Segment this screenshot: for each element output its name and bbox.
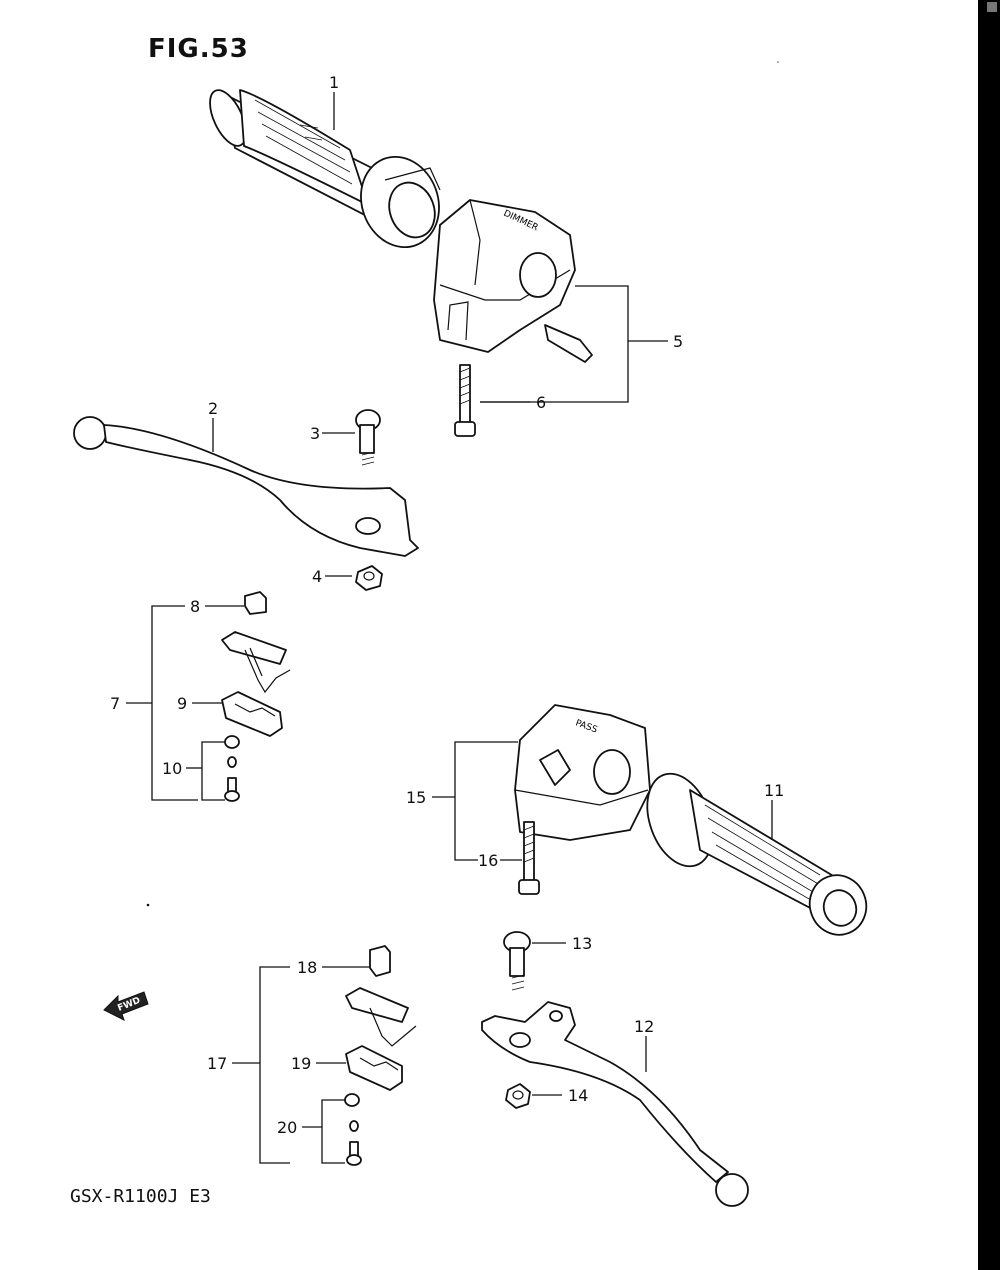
callout-8: 8 xyxy=(190,597,200,616)
part-13-pivot-bolt xyxy=(503,931,531,991)
callout-12: 12 xyxy=(634,1017,654,1036)
callout-3: 3 xyxy=(310,424,320,443)
callout-4: 4 xyxy=(312,567,322,586)
part-1-throttle-grip xyxy=(209,89,441,249)
part-9-switch-housing xyxy=(221,691,283,737)
part-17-switch-assembly xyxy=(345,987,417,1047)
callout-11: 11 xyxy=(764,781,784,800)
callout-15: 15 xyxy=(406,788,426,807)
callout-numbers: 1 2 3 4 5 6 7 8 9 10 11 12 13 14 15 16 1… xyxy=(110,73,784,1137)
callout-14: 14 xyxy=(568,1086,588,1105)
callout-10: 10 xyxy=(162,759,182,778)
part-12-brake-lever xyxy=(481,1001,749,1207)
part-2-clutch-lever xyxy=(73,416,419,557)
callout-13: 13 xyxy=(572,934,592,953)
exploded-view-drawing: DIMMER xyxy=(73,61,868,1207)
callout-20: 20 xyxy=(277,1118,297,1137)
part-11-right-grip xyxy=(646,772,868,936)
callout-16: 16 xyxy=(478,851,498,870)
callout-2: 2 xyxy=(208,399,218,418)
callout-9: 9 xyxy=(177,694,187,713)
callout-17: 17 xyxy=(207,1054,227,1073)
callout-7: 7 xyxy=(110,694,120,713)
part-15-right-handlebar-switch: PASS xyxy=(514,704,651,841)
callout-1: 1 xyxy=(329,73,339,92)
part-6-screw xyxy=(454,364,476,437)
part-5-left-handlebar-switch: DIMMER xyxy=(433,199,593,363)
part-3-pivot-bolt xyxy=(355,409,381,466)
part-10-screw-set xyxy=(224,735,240,802)
part-14-nut xyxy=(505,1083,531,1109)
forward-direction-arrow: FWD xyxy=(103,991,149,1021)
scan-edge-bar xyxy=(978,0,1000,1270)
callout-18: 18 xyxy=(297,958,317,977)
part-16-screw xyxy=(518,821,540,895)
part-19-switch-housing xyxy=(345,1045,403,1091)
leader-lines xyxy=(126,92,773,1164)
part-8-connector xyxy=(244,591,267,615)
corner-mark xyxy=(987,2,997,12)
callout-5: 5 xyxy=(673,332,683,351)
scan-specks xyxy=(146,61,779,907)
figure-title: FIG.53 xyxy=(148,34,249,64)
model-code: GSX-R1100J E3 xyxy=(70,1186,211,1207)
part-4-nut xyxy=(355,565,383,591)
callout-6: 6 xyxy=(536,393,546,412)
part-7-switch-assembly xyxy=(221,631,291,694)
part-20-screw-set xyxy=(344,1093,362,1166)
callout-19: 19 xyxy=(291,1054,311,1073)
part-18-connector xyxy=(369,945,391,977)
